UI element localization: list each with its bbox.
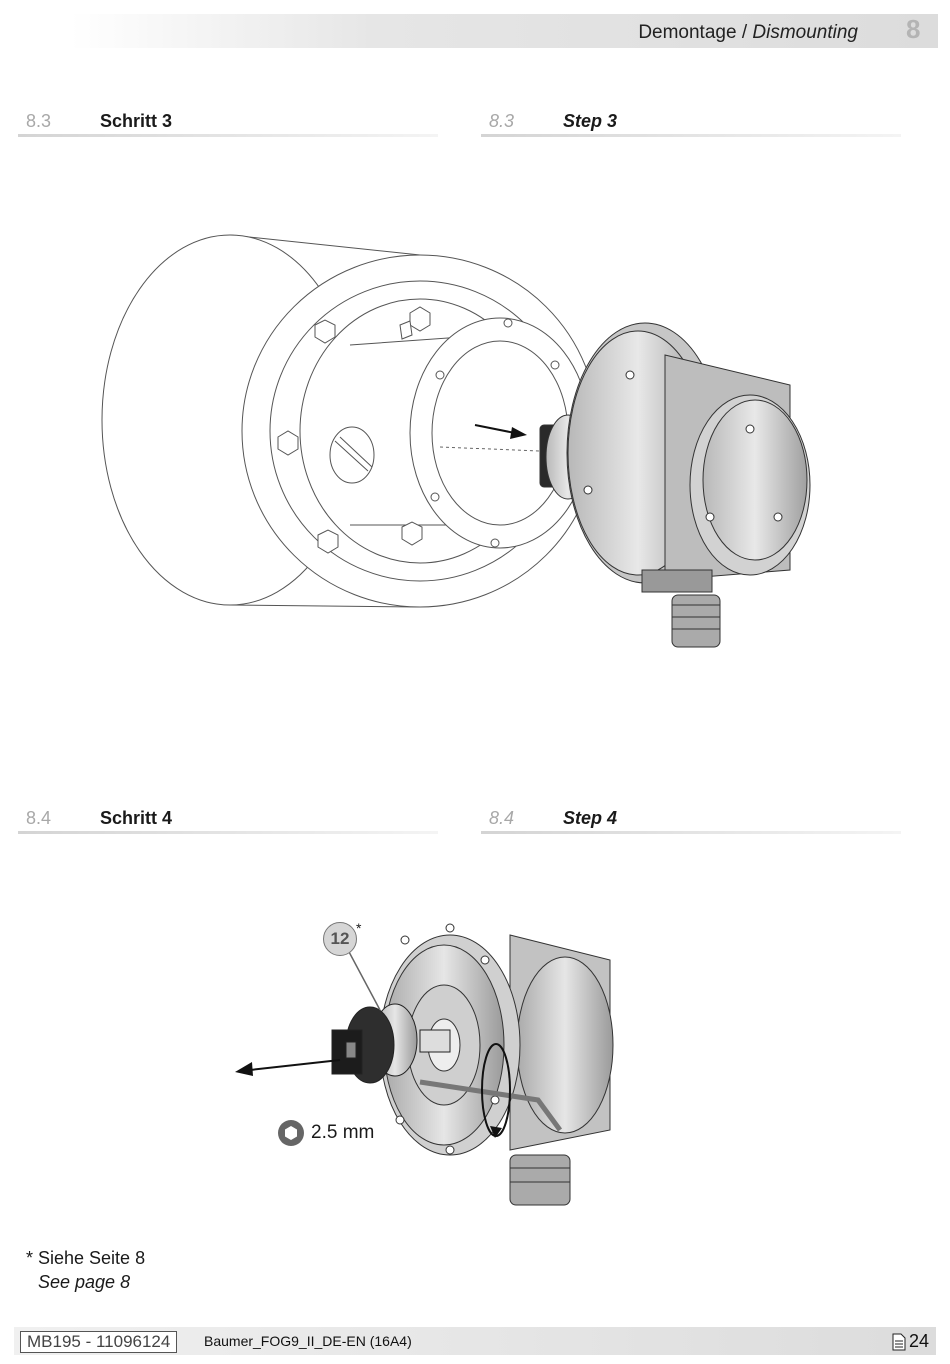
- section-rule: [481, 831, 901, 834]
- tool-size-label: 2.5 mm: [278, 1120, 374, 1146]
- callout-leader: [347, 949, 381, 1011]
- insert-arrow: [474, 424, 527, 439]
- section-rule: [18, 831, 438, 834]
- callout-asterisk: *: [356, 920, 362, 936]
- footnote-en: See page 8: [38, 1272, 131, 1292]
- footnote-de: * Siehe Seite 8: [26, 1248, 146, 1268]
- header-title: Demontage / Dismounting: [638, 22, 858, 44]
- hex-wrench-icon: [278, 1120, 304, 1146]
- axis-line: [439, 446, 541, 452]
- adapter-flange: [409, 317, 591, 549]
- section-number: 8.3: [489, 111, 515, 131]
- callout-number: 12: [330, 929, 350, 948]
- section-title: Step 3: [563, 111, 618, 131]
- page-number: 24: [909, 1331, 930, 1351]
- step3-illustration: [101, 234, 811, 648]
- chapter-number: 8: [906, 14, 921, 44]
- bolt-icons: [277, 306, 431, 554]
- hex-key: [419, 1079, 563, 1132]
- section-title: Step 4: [563, 808, 618, 828]
- callout-badge: 12: [323, 922, 357, 956]
- encoder-front: [379, 923, 614, 1206]
- tool-size-text: 2.5 mm: [311, 1122, 375, 1143]
- header-title-en: Dismounting: [752, 22, 858, 43]
- document-name: Baumer_FOG9_II_DE-EN (16A4): [204, 1333, 412, 1349]
- header-bar: [70, 14, 938, 48]
- page-icon: [892, 1333, 906, 1351]
- encoder: [539, 322, 811, 648]
- section-number: 8.3: [26, 111, 52, 131]
- step4-illustration: [235, 923, 614, 1206]
- header-title-de: Demontage: [638, 22, 737, 43]
- header-separator: /: [736, 22, 753, 43]
- section-title: Schritt 4: [100, 808, 173, 828]
- section-rule: [18, 134, 438, 137]
- pull-arrow: [235, 1059, 341, 1076]
- footnote: * Siehe Seite 8 See page 8: [26, 1246, 145, 1294]
- coupling: [331, 1003, 451, 1084]
- section-number: 8.4: [489, 808, 515, 828]
- section-number: 8.4: [26, 808, 52, 828]
- document-code: MB195 - 11096124: [20, 1331, 178, 1353]
- section-title: Schritt 3: [100, 111, 173, 131]
- section-rule: [481, 134, 901, 137]
- rotate-arrowhead: [490, 1126, 502, 1138]
